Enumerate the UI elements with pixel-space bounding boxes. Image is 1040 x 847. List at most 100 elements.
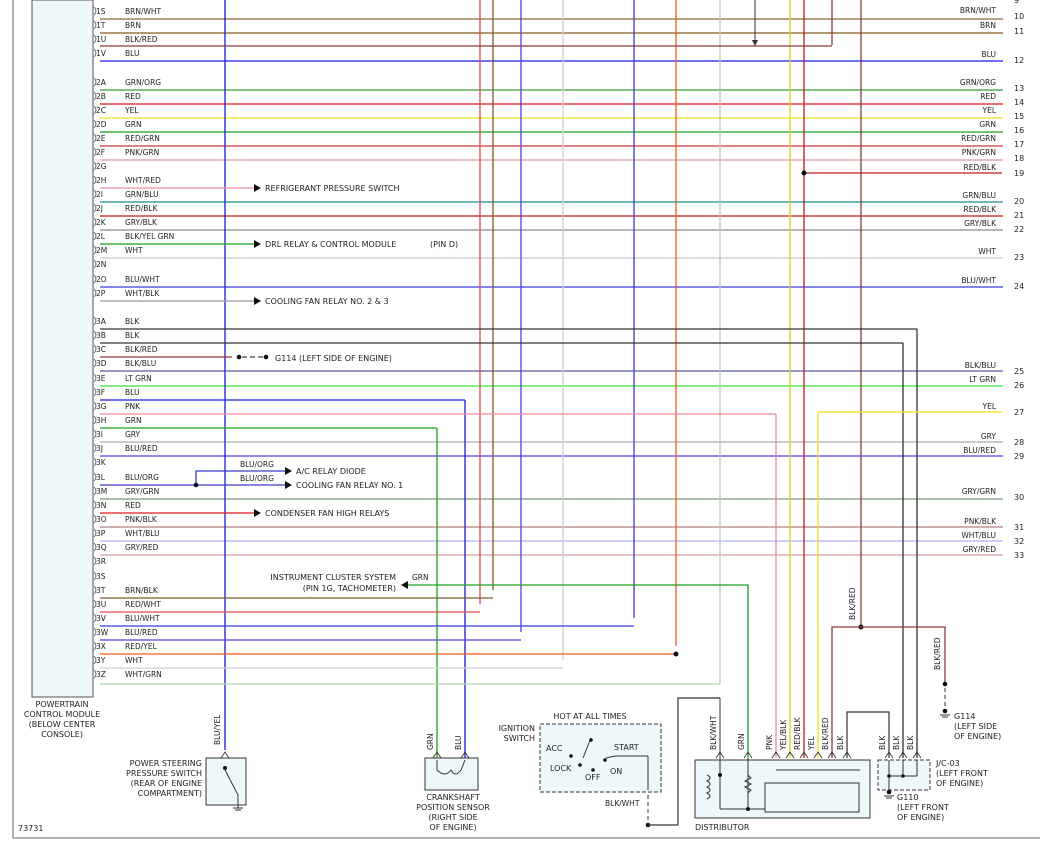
pin-2h: 2H — [96, 176, 106, 185]
label-dist-pnk: PNK — [765, 734, 774, 750]
right-wire-number: 23 — [1014, 253, 1024, 262]
pin-bracket — [93, 500, 97, 510]
figure-id: 73731 — [18, 824, 43, 833]
pin-2i: 2I — [96, 190, 103, 199]
link-cluster — [407, 584, 749, 758]
pin-wire-label: YEL — [124, 106, 139, 115]
pin-bracket — [93, 91, 97, 101]
dest-cluster-2: (PIN 1G, TACHOMETER) — [303, 584, 396, 593]
ps-switch-contact — [223, 766, 227, 770]
label-cluster-grn: GRN — [412, 573, 429, 582]
wire-blk-red-to-distributor — [831, 626, 861, 758]
label-blk-red-vertical-1: BLK/RED — [848, 587, 857, 620]
ps-label-1: POWER STEERING — [130, 759, 202, 768]
right-wire-label: GRN/ORG — [960, 78, 996, 87]
pin-2c: 2C — [96, 106, 106, 115]
connector-pin — [912, 751, 922, 759]
connector-pin — [743, 751, 753, 759]
splice-19 — [801, 170, 807, 176]
label-dist-red-blk: RED/BLK — [793, 716, 802, 750]
pin-3z: 3Z — [96, 670, 106, 679]
pin-wire-label: RED/YEL — [125, 642, 158, 651]
pin-bracket — [93, 613, 97, 623]
ignition-switch: HOT AT ALL TIMES IGNITION SWITCH ACC LOC… — [499, 697, 720, 828]
pin-wire-label: GRY/BLK — [125, 218, 158, 227]
arrow-ac-relay — [285, 467, 292, 475]
pin-bracket — [93, 443, 97, 453]
g114b-label-1: G114 — [954, 712, 975, 721]
pcm-label-line-3: (BELOW CENTER — [29, 720, 96, 729]
pin-wire-label: PNK/GRN — [125, 148, 159, 157]
ignition-on: ON — [610, 767, 622, 776]
pin-wire-label: RED/BLK — [125, 204, 159, 213]
power-steering-switch: BLU/YEL POWER STEERING PRESSURE SWITCH (… — [126, 714, 247, 811]
pin-bracket — [93, 316, 97, 326]
pin-3u: 3U — [96, 600, 106, 609]
right-wire-label: RED — [980, 92, 996, 101]
pin-3e: 3E — [96, 374, 106, 383]
label-blu-org-1: BLU/ORG — [240, 460, 274, 469]
pin-wire-label: GRN/ORG — [125, 78, 161, 87]
connector-pin — [785, 751, 795, 759]
pin-3l: 3L — [96, 473, 106, 482]
ignition-acc: ACC — [546, 744, 563, 753]
pin-bracket — [93, 627, 97, 637]
dest-ac-relay: A/C RELAY DIODE — [296, 467, 366, 476]
label-dist-blk: BLK — [836, 735, 845, 750]
label-dist-blk-wht: BLK/WHT — [709, 715, 718, 750]
label-dist-blk-red: BLK/RED — [821, 717, 830, 750]
right-wire-number: 18 — [1014, 154, 1024, 163]
pin-3a: 3A — [96, 317, 107, 326]
right-wire-label: BLK/BLU — [965, 361, 996, 370]
ps-label-3: (REAR OF ENGINE — [131, 779, 202, 788]
dest-refrigerant: REFRIGERANT PRESSURE SWITCH — [265, 184, 399, 193]
right-wire-label: GRY — [981, 432, 997, 441]
distributor: DISTRIBUTOR BLK/WHT GRN PNK YEL/BLK RED/… — [694, 698, 890, 832]
pin-bracket — [93, 105, 97, 115]
ckp-label-3: (RIGHT SIDE — [428, 813, 477, 822]
pin-2o: 2O — [96, 275, 107, 284]
pin-bracket — [93, 231, 97, 241]
ignition-blade-2 — [605, 755, 616, 759]
pin-3b: 3B — [96, 331, 106, 340]
right-wire-number: 12 — [1014, 56, 1024, 65]
pin-wire-label: GRY/RED — [125, 543, 159, 552]
right-wire-label: RED/BLK — [964, 163, 998, 172]
connector-pins — [220, 751, 922, 759]
pin-2l: 2L — [96, 232, 106, 241]
dest-g114: G114 (LEFT SIDE OF ENGINE) — [275, 354, 392, 363]
right-wire-label: WHT — [978, 247, 996, 256]
pin-bracket — [93, 401, 97, 411]
splice-g114b — [942, 681, 948, 687]
pin-1v: 1V — [96, 49, 107, 58]
pin-wire-label: WHT/GRN — [125, 670, 162, 679]
pin-bracket — [93, 358, 97, 368]
right-wire-number: 33 — [1014, 551, 1024, 560]
ignition-box — [539, 723, 662, 793]
pin-wire-label: BLK — [125, 317, 140, 326]
pin-bracket — [93, 288, 97, 298]
pin-2b: 2B — [96, 92, 106, 101]
connector-pin — [432, 751, 442, 759]
right-wire-number: 9 — [1014, 0, 1019, 5]
label-blk-wht-ignition: BLK/WHT — [605, 799, 640, 808]
arrow-cooling-fan-2-3 — [254, 297, 261, 305]
ignition-contact-4 — [591, 768, 595, 772]
pcm-label: POWERTRAIN CONTROL MODULE (BELOW CENTER … — [24, 700, 100, 739]
label-jc-blk-3: BLK — [906, 735, 915, 750]
ignition-blade-1 — [582, 737, 592, 759]
pcm-label-line-4: CONSOLE) — [41, 730, 83, 739]
pin-3o: 3O — [96, 515, 107, 524]
ps-switch-box — [205, 757, 247, 806]
right-wire-label: PNK/GRN — [962, 148, 996, 157]
label-jc-blk-2: BLK — [892, 735, 901, 750]
pin-wire-label: WHT — [125, 246, 143, 255]
distributor-coil — [705, 774, 711, 800]
pin-bracket — [93, 133, 97, 143]
pin-1u: 1U — [96, 35, 106, 44]
right-wire-label: GRY/BLK — [964, 219, 997, 228]
pin-wire-label: RED/GRN — [125, 134, 160, 143]
pin-bracket — [93, 274, 97, 284]
pin-3x: 3X — [96, 642, 106, 651]
